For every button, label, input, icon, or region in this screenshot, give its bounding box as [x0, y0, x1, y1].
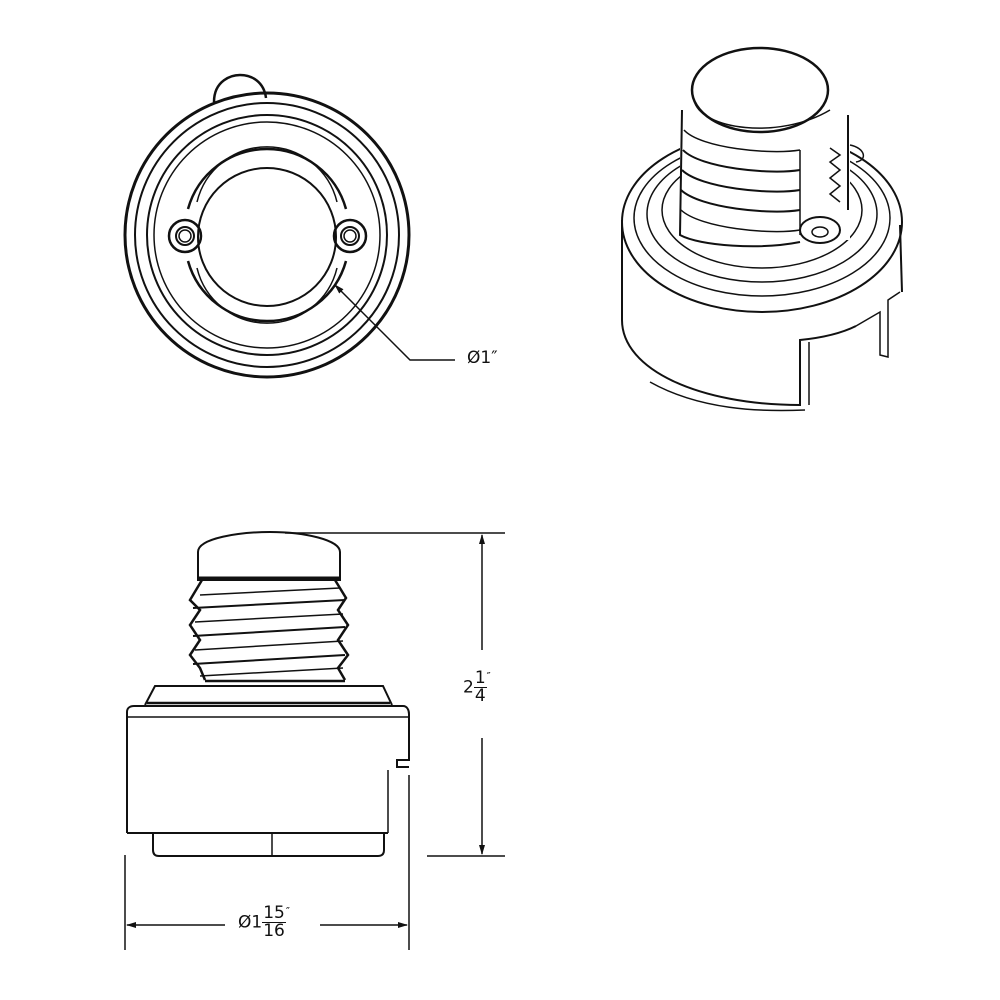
outer-diameter-symbol: Ø [238, 912, 252, 933]
outer-diameter-numerator: 15 [262, 903, 286, 923]
inner-diameter-text: Ø1″ [467, 348, 498, 368]
isometric-view [621, 46, 903, 412]
side-view [124, 530, 505, 950]
height-numerator: 1 [473, 668, 487, 688]
inner-diameter-label: Ø1″ [467, 348, 498, 368]
height-denominator: 4 [474, 686, 486, 706]
height-unit: ″ [486, 670, 491, 683]
outer-diameter-whole: 1 [251, 912, 263, 933]
outer-diameter-denominator: 16 [263, 921, 285, 941]
top-view [123, 73, 455, 379]
height-whole: 2 [463, 677, 474, 698]
outer-diameter-unit: ″ [285, 905, 290, 918]
